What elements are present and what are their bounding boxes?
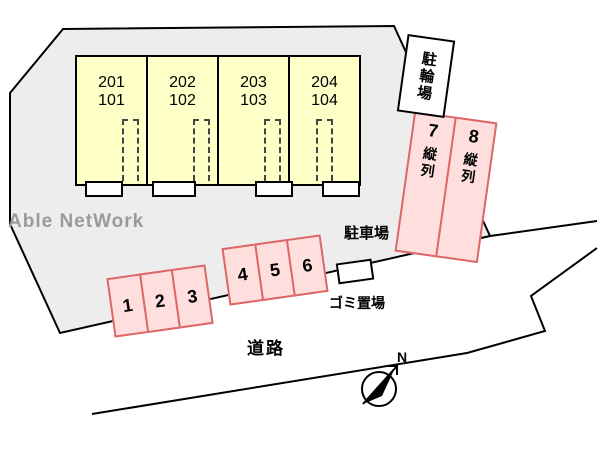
- room-number-upper: 201: [98, 74, 125, 91]
- road-edge-lower: [91, 247, 598, 415]
- porch: [255, 181, 293, 197]
- road-edge-right-upper: [489, 220, 598, 237]
- room-number-upper: 202: [169, 74, 196, 91]
- unit-room-numbers: 204 104: [290, 57, 359, 111]
- compass: N: [361, 349, 407, 407]
- compass-arrowhead: [388, 365, 398, 375]
- room-number-upper: 203: [240, 74, 267, 91]
- unit-204-104: 204 104: [290, 57, 360, 197]
- unit-room-numbers: 202 102: [148, 57, 217, 111]
- parking-lot-label: 駐車場: [344, 225, 390, 242]
- entry-dash: [193, 119, 210, 181]
- unit-room-numbers: 201 101: [77, 57, 146, 111]
- unit-room-numbers: 203 103: [219, 57, 288, 111]
- watermark: Able NetWork: [8, 211, 145, 232]
- bicycle-parking-label: 駐輪場: [414, 49, 438, 103]
- room-number-lower: 101: [98, 92, 125, 110]
- unit-202-102: 202 102: [148, 57, 219, 197]
- unit-203-103: 203 103: [219, 57, 293, 197]
- porch: [152, 181, 196, 197]
- entry-dash: [122, 119, 139, 181]
- space-number: 7: [426, 120, 440, 142]
- porch: [322, 181, 360, 197]
- compass-north-label: N: [397, 349, 407, 365]
- entry-dash: [264, 119, 281, 181]
- tandem-orientation-label: 縦列: [458, 151, 480, 188]
- room-number-upper: 204: [311, 74, 338, 91]
- room-number-lower: 103: [240, 92, 267, 110]
- compass-needle-line: [362, 365, 398, 405]
- garbage-area-label: ゴミ置場: [329, 295, 385, 311]
- unit-201-101: 201 101: [77, 57, 148, 197]
- road-label: 道路: [247, 339, 285, 358]
- room-number-lower: 102: [169, 92, 196, 110]
- entry-dash: [316, 119, 333, 181]
- space-number: 8: [467, 125, 481, 147]
- compass-needle-fill: [363, 370, 394, 404]
- porch: [85, 181, 123, 197]
- tandem-orientation-label: 縦列: [418, 145, 439, 182]
- room-number-lower: 104: [311, 92, 338, 110]
- apartment-building: 201 101 202 102 203 103 204 10: [75, 55, 361, 197]
